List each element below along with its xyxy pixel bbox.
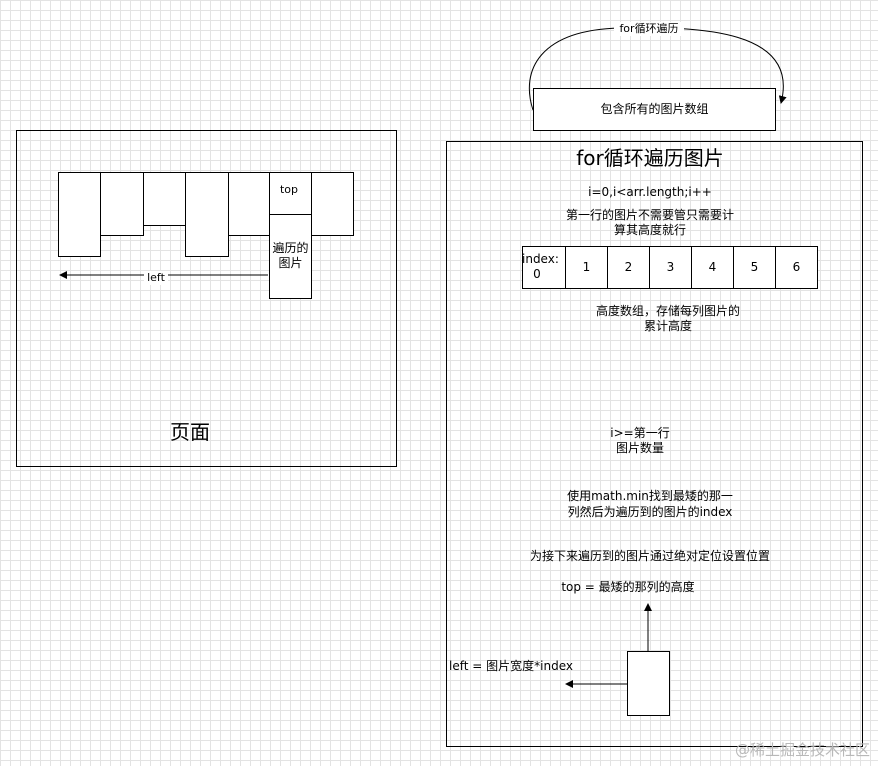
- watermark: @稀土掘金技术社区: [734, 741, 870, 759]
- masonry-column: [185, 172, 229, 257]
- masonry-column: [228, 172, 270, 236]
- traversed-image-box: [269, 214, 312, 299]
- condition-note: i>=第一行 图片数量: [610, 426, 670, 455]
- height-array-note: 高度数组，存储每列图片的 累计高度: [595, 304, 740, 333]
- page-frame: [16, 130, 397, 467]
- height-cell: [691, 246, 734, 289]
- left-formula: left = 图片宽度*index: [449, 659, 573, 673]
- height-cell: [565, 246, 608, 289]
- masonry-column: [58, 172, 101, 257]
- loop-label: for循环遍历: [614, 22, 684, 36]
- first-row-note: 第一行的图片不需要管只需要计 算其高度就行: [565, 208, 734, 237]
- height-cell-label: index: 0: [522, 252, 559, 281]
- height-cell-label: 5: [750, 260, 759, 274]
- image-array-box: [533, 88, 776, 131]
- height-cell: [607, 246, 650, 289]
- masonry-column: [100, 172, 144, 236]
- top-formula: top = 最矮的那列的高度: [561, 580, 695, 594]
- traversed-image-label: 遍历的 图片: [272, 241, 309, 270]
- height-cell-label: 2: [624, 260, 633, 274]
- min-note: 使用math.min找到最矮的那一 列然后为遍历到的图片的index: [567, 489, 733, 519]
- position-note: 为接下来遍历到的图片通过绝对定位设置位置: [529, 549, 770, 563]
- height-cell: [775, 246, 818, 289]
- height-cell: [522, 246, 566, 289]
- algorithm-title: for循环遍历图片: [576, 146, 724, 170]
- masonry-column: [311, 172, 354, 236]
- loop-condition: i=0,i<arr.length;i++: [588, 185, 712, 199]
- height-cell-label: 6: [792, 260, 801, 274]
- left-label: left: [144, 271, 168, 285]
- height-cell-label: 1: [582, 260, 591, 274]
- image-array-label: 包含所有的图片数组: [600, 102, 709, 116]
- masonry-column: [143, 172, 186, 226]
- height-cell-label: 4: [708, 260, 717, 274]
- height-cell-label: 3: [666, 260, 675, 274]
- masonry-column: [269, 172, 312, 215]
- height-cell: [733, 246, 776, 289]
- top-label: top: [279, 183, 299, 196]
- new-image-box: [627, 651, 670, 716]
- algorithm-frame: [446, 141, 863, 747]
- page-label: 页面: [170, 420, 210, 444]
